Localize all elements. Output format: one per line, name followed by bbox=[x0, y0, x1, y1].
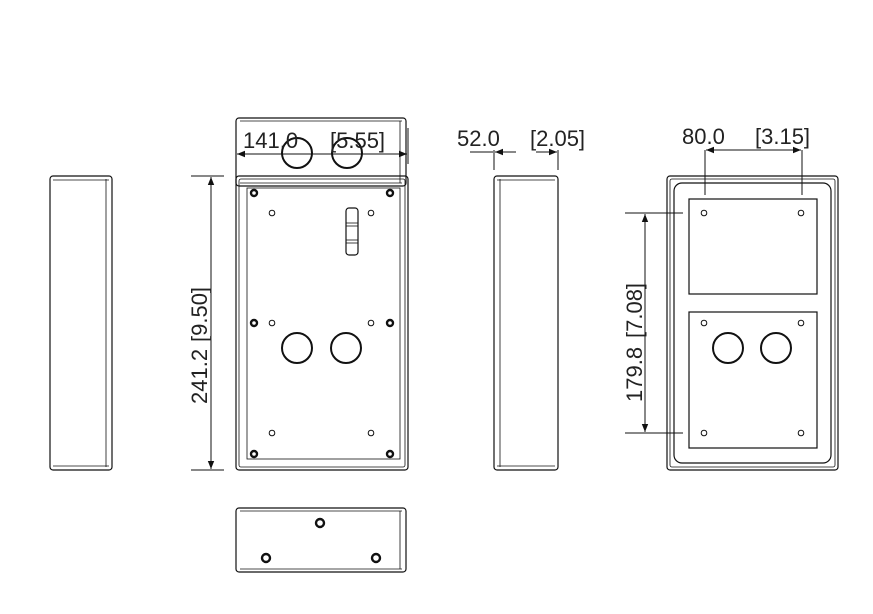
height-inch-label: [9.50] bbox=[187, 287, 212, 342]
bottom-view bbox=[235, 507, 407, 573]
front-view: 141.0 [5.55] 241.2 [9.50] bbox=[187, 128, 409, 471]
screw-holes bbox=[249, 188, 395, 459]
depth-mm-label: 52.0 bbox=[457, 126, 500, 151]
upper-panel bbox=[688, 198, 818, 295]
lower-panel bbox=[688, 311, 818, 449]
width-mm-label: 141.0 bbox=[243, 128, 298, 153]
vspacing-mm-label: 179.8 bbox=[622, 347, 647, 402]
width-inch-label: [5.55] bbox=[330, 128, 385, 153]
left-side-view bbox=[49, 175, 113, 471]
height-mm-label: 241.2 bbox=[187, 349, 212, 404]
vspacing-inch-label: [7.08] bbox=[622, 283, 647, 338]
panel-front-view: 80.0 [3.15] 179.8 [7.08] bbox=[622, 124, 839, 471]
hspacing-inch-label: [3.15] bbox=[755, 124, 810, 149]
depth-inch-label: [2.05] bbox=[530, 126, 585, 151]
mount-holes bbox=[268, 209, 375, 437]
right-side-view: 52.0 [2.05] bbox=[457, 126, 585, 471]
hspacing-mm-label: 80.0 bbox=[682, 124, 725, 149]
slot bbox=[345, 207, 359, 256]
